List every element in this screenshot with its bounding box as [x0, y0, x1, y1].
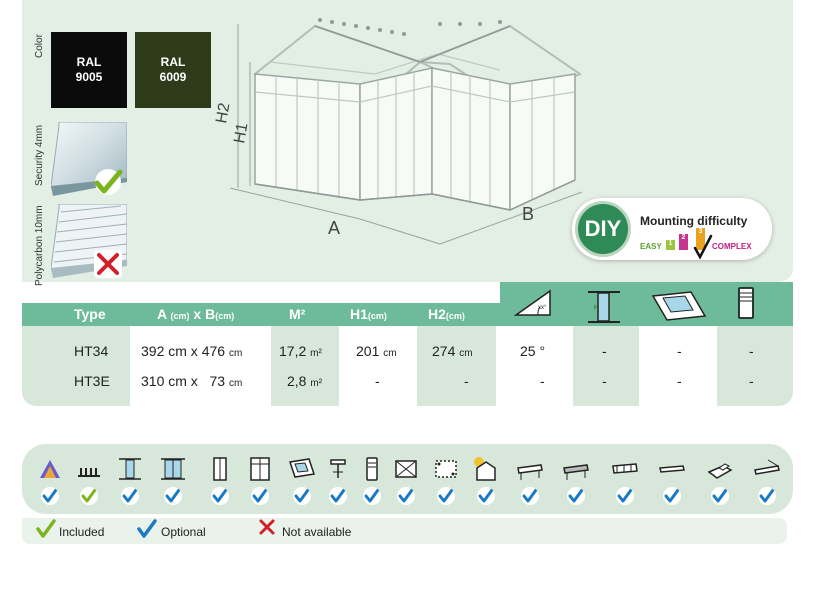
row-ht3e-door: -: [602, 373, 607, 389]
row-ht34-louvre: -: [749, 343, 754, 359]
table-column-h1: [339, 326, 417, 406]
staging-icon: [563, 464, 589, 480]
table-column-roof-window: [639, 326, 717, 406]
optional-check-icon: [521, 487, 539, 505]
optional-check-icon: [293, 487, 311, 505]
table-column-dimensions: [130, 326, 271, 406]
included-check-icon: [36, 519, 56, 538]
row-ht3e-h2: -: [464, 373, 469, 389]
optional-check-icon: [251, 487, 269, 505]
dimension-label-b: B: [522, 204, 534, 224]
optional-check-icon: [477, 487, 495, 505]
automatic-opener-icon: [330, 459, 346, 478]
mounting-difficulty-title: Mounting difficulty: [640, 214, 748, 228]
difficulty-easy-label: EASY: [640, 242, 662, 251]
greenhouse-heater-icon: [474, 457, 496, 481]
legend-optional: Optional: [161, 525, 206, 539]
optional-check-icon: [711, 487, 729, 505]
difficulty-complex-label: COMPLEX: [712, 242, 752, 251]
optional-check-icon: [211, 487, 229, 505]
swatch-line1: RAL: [76, 55, 102, 69]
header-h1: H1(cm): [350, 306, 387, 322]
roof-cresting-icon: [78, 468, 100, 477]
optional-check-icon: [41, 487, 59, 505]
double-door-icon: [161, 458, 185, 480]
diy-logo: DIY: [575, 201, 631, 257]
mounting-difficulty-badge: DIY Mounting difficulty EASY 1 2 3 COMPL…: [572, 198, 772, 260]
louvre-window-icon: [738, 287, 754, 319]
potting-tray-icon: [707, 463, 733, 479]
door-icon: [588, 291, 620, 323]
optional-check-icon: [616, 487, 634, 505]
optional-check-icon: [437, 487, 455, 505]
dimension-label-h1: H1: [231, 122, 251, 145]
roof-pitch-icon: xx°: [514, 289, 551, 316]
row-ht3e-h1: -: [375, 373, 380, 389]
row-ht3e-angle: -: [540, 373, 545, 389]
row-ht3e-type: HT3E: [74, 373, 110, 389]
row-ht34-type: HT34: [74, 343, 109, 359]
row-ht34-door: -: [602, 343, 607, 359]
optional-check-icon: [137, 519, 157, 538]
roof-window-icon: [289, 458, 315, 478]
optional-check-icon: [758, 487, 776, 505]
double-sliding-door-icon: [250, 457, 270, 481]
optional-check-icon: [567, 487, 585, 505]
difficulty-level-1: 1: [666, 240, 675, 250]
optional-check-icon: [663, 487, 681, 505]
table-column-angle: [496, 326, 573, 406]
color-swatch-ral-9005: RAL 9005: [51, 32, 127, 108]
base-frame-icon: [435, 460, 457, 478]
header-h2: H2(cm): [428, 306, 465, 322]
roof-window-icon: [651, 291, 707, 321]
header-dimensions: A (cm) x B(cm): [157, 306, 235, 322]
shading-net-icon: [395, 460, 417, 478]
difficulty-level-3: 3: [696, 228, 705, 250]
glazing-label-polycarbon: Polycarbon 10mm: [34, 205, 45, 286]
included-check-icon: [94, 169, 123, 195]
swatch-line2: 9005: [75, 70, 103, 84]
difficulty-level-2: 2: [679, 234, 688, 250]
row-ht3e-area: 2,8 m²: [287, 373, 323, 389]
header-area: M²: [289, 306, 306, 322]
swatch-line1: RAL: [160, 55, 186, 69]
row-ht3e-dimensions: 310 cm x 73 cm: [141, 373, 243, 389]
glazing-label-security: Security 4mm: [34, 124, 45, 186]
not-available-x-icon: [94, 250, 122, 278]
greenhouse-drawing: H2 H1 A B: [213, 18, 583, 245]
optional-check-icon: [121, 487, 139, 505]
optional-check-icon: [329, 487, 347, 505]
difficulty-check-icon: [693, 234, 713, 260]
roof-pitch-text: xx°: [538, 305, 547, 311]
shelf-icon: [517, 464, 543, 480]
legend-not-available: Not available: [282, 525, 352, 539]
sliding-door-icon: [213, 457, 227, 481]
row-ht34-h2: 274 cm: [432, 343, 473, 359]
optional-check-icon: [164, 487, 182, 505]
dimension-label-h2: H2: [213, 102, 233, 125]
single-door-icon: [119, 458, 141, 480]
color-label: Color: [34, 34, 45, 58]
header-type: Type: [74, 306, 106, 322]
louvre-window-icon: [366, 457, 378, 481]
hanging-shelf-icon: [754, 459, 780, 475]
row-ht34-angle: 25 °: [520, 343, 546, 359]
swatch-line2: 6009: [159, 70, 187, 84]
row-ht34-dimensions: 392 cm x 476 cm: [141, 343, 243, 359]
row-ht34-h1: 201 cm: [356, 343, 397, 359]
bench-icon: [659, 465, 685, 473]
legend-included: Included: [59, 525, 105, 539]
row-ht34-roof-window: -: [677, 343, 682, 359]
optional-check-icon: [363, 487, 381, 505]
included-check-icon: [80, 487, 98, 505]
dimension-label-a: A: [328, 218, 340, 238]
row-ht34-area: 17,2 m²: [279, 343, 322, 359]
optional-check-icon: [397, 487, 415, 505]
row-ht3e-roof-window: -: [677, 373, 682, 389]
color-palette-icon: [40, 460, 60, 478]
slatted-shelf-icon: [612, 463, 638, 474]
row-ht3e-louvre: -: [749, 373, 754, 389]
not-available-x-icon: [259, 519, 275, 535]
color-swatch-ral-6009: RAL 6009: [135, 32, 211, 108]
